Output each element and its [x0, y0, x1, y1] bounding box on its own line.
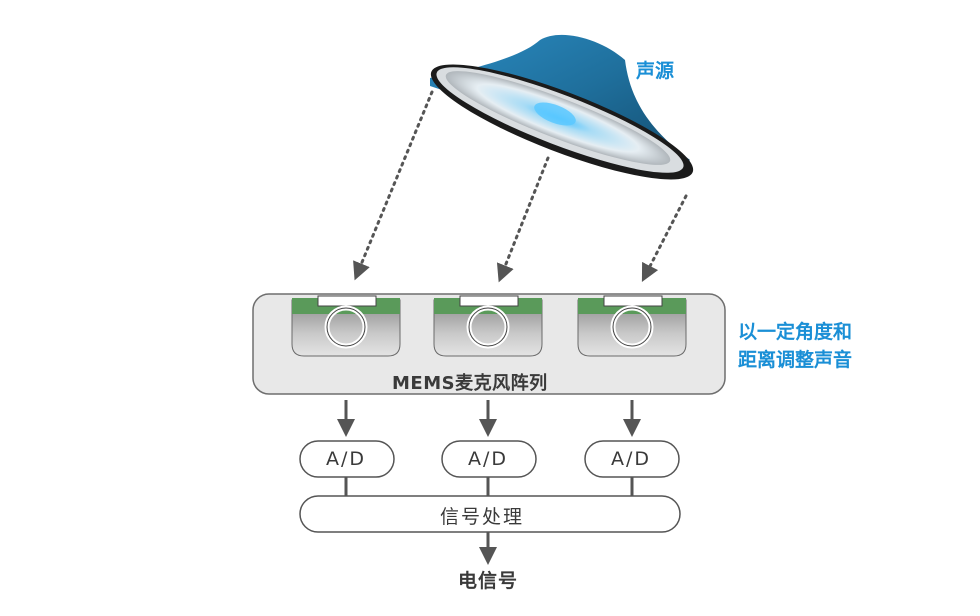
signal-processing-block [299, 495, 681, 533]
ad-to-processing-lines [344, 477, 634, 496]
sound-path-1 [353, 90, 434, 281]
sound-path-3 [641, 194, 688, 283]
sound-source-speaker-icon [430, 34, 694, 180]
angle-note-line-1: 以一定角度和 [738, 321, 853, 343]
ad-converter-1-label: A/D [325, 448, 367, 470]
mic-3 [577, 295, 687, 357]
output-signal-label: 电信号 [458, 570, 519, 592]
mic-array-label: MEMS麦克风阵列 [392, 373, 548, 394]
sound-source-label: 声源 [636, 60, 675, 82]
sound-path-2 [496, 156, 550, 283]
angle-note-line-2: 距离调整声音 [738, 349, 853, 371]
angle-note: 以一定角度和 距离调整声音 [738, 318, 852, 374]
ad-converter-2-label: A/D [467, 448, 509, 470]
array-to-ad-arrows [337, 400, 641, 437]
mic-1 [291, 295, 401, 357]
ad-converter-3-label: A/D [610, 448, 652, 470]
mic-2 [433, 295, 543, 357]
sound-wave-paths [353, 90, 688, 283]
signal-processing-label: 信号处理 [440, 506, 525, 528]
